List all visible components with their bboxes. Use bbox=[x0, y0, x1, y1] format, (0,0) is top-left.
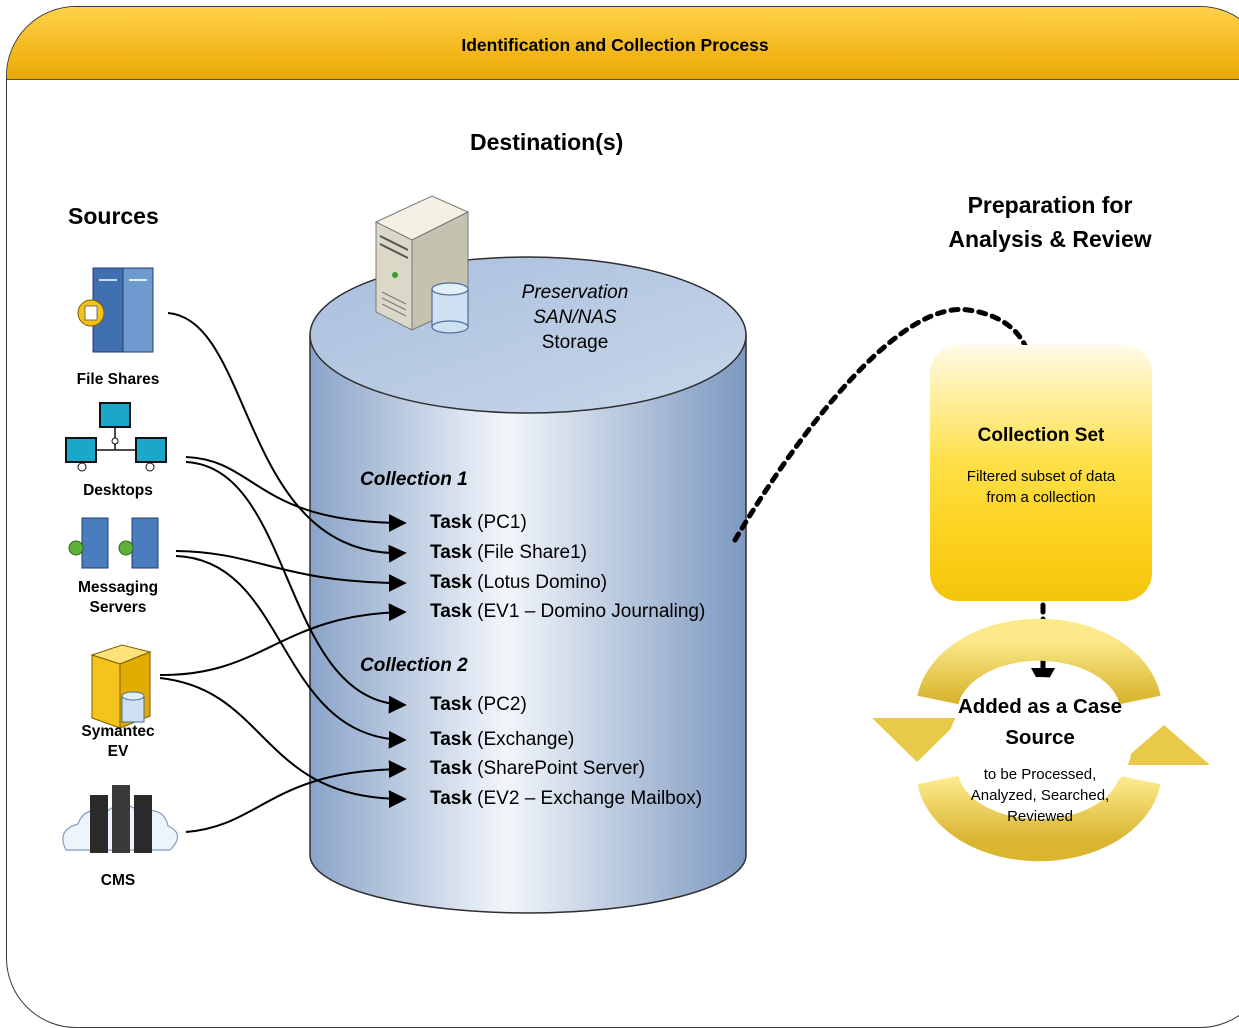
database-icon bbox=[431, 282, 469, 334]
source-label-file-shares: File Shares bbox=[76, 371, 160, 388]
task-item: Task (PC2) bbox=[430, 694, 527, 716]
case-source-desc-line3: Reviewed bbox=[1007, 808, 1073, 825]
cms-cloud-icon bbox=[62, 785, 179, 853]
symantec-ev-server-icon bbox=[90, 644, 152, 729]
task-detail: (File Share1) bbox=[471, 542, 588, 563]
task-detail: (SharePoint Server) bbox=[471, 758, 646, 779]
task-label: Task bbox=[430, 601, 472, 622]
diagram-title: Identification and Collection Process bbox=[461, 35, 769, 55]
task-detail: (EV2 – Exchange Mailbox) bbox=[471, 788, 703, 809]
destinations-heading: Destination(s) bbox=[470, 129, 624, 155]
task-label: Task bbox=[430, 694, 472, 715]
source-label-cms: CMS bbox=[100, 872, 136, 889]
messaging-line2: Servers bbox=[89, 599, 147, 616]
source-label-messaging-servers: Messaging Servers bbox=[58, 578, 178, 618]
preparation-heading-line2: Analysis & Review bbox=[948, 226, 1152, 252]
storage-label: Preservation SAN/NAS Storage bbox=[470, 280, 680, 355]
preparation-heading: Preparation for Analysis & Review bbox=[928, 188, 1172, 256]
case-source-title-line2: Source bbox=[1005, 726, 1075, 749]
collection-2-heading: Collection 2 bbox=[360, 655, 468, 676]
task-detail: (EV1 – Domino Journaling) bbox=[471, 601, 706, 622]
diagram-graphics bbox=[62, 195, 1210, 914]
storage-line1: Preservation bbox=[521, 282, 629, 303]
task-item: Task (Lotus Domino) bbox=[430, 572, 607, 594]
task-item: Task (EV2 – Exchange Mailbox) bbox=[430, 788, 702, 810]
server-icon bbox=[374, 195, 470, 334]
case-source-desc-line2: Analyzed, Searched, bbox=[970, 787, 1110, 804]
preparation-heading-line1: Preparation for bbox=[967, 192, 1133, 218]
source-connectors bbox=[159, 312, 407, 833]
messaging-servers-icon bbox=[68, 517, 159, 569]
storage-line3: Storage bbox=[541, 332, 609, 353]
cycle-arrows-icon bbox=[872, 618, 1210, 862]
task-label: Task bbox=[430, 788, 472, 809]
task-detail: (Exchange) bbox=[471, 729, 575, 750]
task-detail: (Lotus Domino) bbox=[471, 572, 608, 593]
collection-set-title: Collection Set bbox=[977, 425, 1105, 446]
messaging-line1: Messaging bbox=[77, 579, 159, 596]
source-label-desktops: Desktops bbox=[83, 482, 153, 499]
sources-heading: Sources bbox=[68, 203, 159, 229]
task-label: Task bbox=[430, 512, 472, 533]
file-share-server-icon bbox=[77, 267, 154, 353]
task-item: Task (EV1 – Domino Journaling) bbox=[430, 601, 705, 623]
symantec-line1: Symantec bbox=[81, 723, 155, 740]
task-item: Task (Exchange) bbox=[430, 729, 574, 751]
storage-line2: SAN/NAS bbox=[533, 307, 617, 328]
task-label: Task bbox=[430, 572, 472, 593]
storage-cylinder bbox=[309, 256, 747, 914]
case-source-desc-line1: to be Processed, bbox=[983, 766, 1097, 783]
task-label: Task bbox=[430, 758, 472, 779]
source-label-symantec-ev: Symantec EV bbox=[58, 722, 178, 762]
collection-set-description: Filtered subset of data from a collectio… bbox=[930, 466, 1152, 508]
collection-1-heading: Collection 1 bbox=[360, 469, 468, 490]
collection-set-desc-line2: from a collection bbox=[986, 489, 1096, 506]
case-source-title-line1: Added as a Case bbox=[957, 695, 1123, 718]
collection-set-box bbox=[930, 345, 1152, 601]
case-source-description: to be Processed, Analyzed, Searched, Rev… bbox=[930, 764, 1150, 827]
task-item: Task (SharePoint Server) bbox=[430, 758, 645, 780]
case-source-title: Added as a Case Source bbox=[920, 691, 1160, 753]
task-item: Task (File Share1) bbox=[430, 542, 587, 564]
task-label: Task bbox=[430, 542, 472, 563]
desktops-network-icon bbox=[65, 402, 167, 472]
title-banner bbox=[7, 7, 1239, 80]
symantec-line2: EV bbox=[107, 743, 129, 760]
task-item: Task (PC1) bbox=[430, 512, 527, 534]
task-detail: (PC1) bbox=[471, 512, 527, 533]
task-label: Task bbox=[430, 729, 472, 750]
task-detail: (PC2) bbox=[471, 694, 527, 715]
collection-set-desc-line1: Filtered subset of data bbox=[966, 468, 1116, 485]
